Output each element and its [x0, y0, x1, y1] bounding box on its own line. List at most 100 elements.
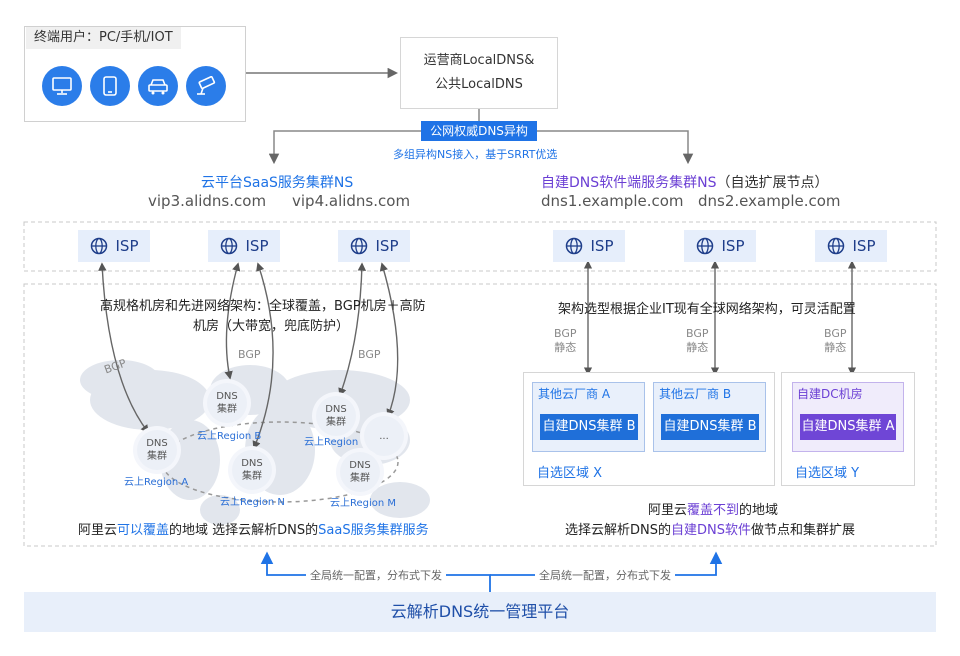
- deploy-label-left: 全局统一配置，分布式下发: [306, 567, 446, 583]
- bgp-static-l2: 静态: [554, 341, 577, 354]
- rb1-p2: 覆盖不到: [687, 503, 740, 518]
- management-platform[interactable]: 云解析DNS统一管理平台: [24, 592, 936, 632]
- bgp-arc-1: [98, 262, 150, 434]
- rb1-p3: 的地域: [739, 503, 779, 518]
- lb-p4: SaaS服务集群服务: [318, 523, 429, 538]
- deploy-label-right: 全局统一配置，分布式下发: [535, 567, 675, 583]
- rb2-p2: 自建DNS软件: [671, 523, 751, 538]
- region-orbit: [161, 421, 399, 503]
- left-bottom-caption: 阿里云可以覆盖的地域 选择云解析DNS的SaaS服务集群服务: [78, 519, 429, 538]
- self-ns-title-colored: 自建DNS软件端服务集群NS: [541, 175, 717, 191]
- bgp-static-l2: 静态: [686, 341, 709, 354]
- bgp-label: BGP: [238, 348, 261, 361]
- cloud-b-label: 其他云厂商 B: [659, 387, 732, 401]
- isp-label: ISP: [590, 237, 614, 255]
- isp-row-dashed: [23, 221, 937, 272]
- right-bottom-caption-2: 选择云解析DNS的自建DNS软件做节点和集群扩展: [565, 519, 855, 538]
- bgp-arc-5: [379, 262, 399, 418]
- lb-p1: 阿里云: [78, 523, 118, 538]
- saas-ns-2: vip4.alidns.com: [292, 192, 411, 210]
- isp-box: ISP: [684, 230, 756, 262]
- dns-node-l2: 集群: [217, 404, 237, 415]
- dns-node-l2: 集群: [326, 417, 346, 428]
- split-right-arrow: [537, 130, 694, 165]
- rb2-p1: 选择云解析DNS的: [565, 523, 671, 538]
- authoritative-dns-subtitle: 多组异构NS接入，基于SRRT优选: [393, 148, 558, 161]
- bgp-arc-2: [224, 262, 241, 380]
- dns-cluster-ellipsis: ...: [364, 416, 404, 456]
- globe-icon: [696, 237, 713, 255]
- terminal-title: 终端用户：PC/手机/IOT: [26, 27, 181, 49]
- localdns-line1: 运营商LocalDNS&: [423, 53, 535, 68]
- bgp-static-l2: 静态: [824, 341, 847, 354]
- right-desc: 架构选型根据企业IT现有全球网络架构，可灵活配置: [558, 302, 856, 317]
- lb-p2: 可以覆盖: [117, 523, 170, 538]
- rb2-p3: 做节点和集群扩展: [751, 523, 856, 538]
- dns-node-l2: 集群: [147, 451, 167, 462]
- region-n-label: 云上Region N: [220, 497, 285, 508]
- self-ns-2: dns2.example.com: [698, 192, 841, 210]
- localdns-line2: 公共LocalDNS: [435, 77, 523, 92]
- dns-node-l2: 集群: [242, 471, 262, 482]
- dns-node-l1: DNS: [349, 460, 371, 471]
- self-ns-title-plain: （自选扩展节点）: [716, 175, 829, 191]
- isp-label: ISP: [375, 237, 399, 255]
- dc-label: 自建DC机房: [797, 387, 863, 401]
- region-c-label: 云上Region C: [304, 437, 369, 448]
- globe-icon: [350, 237, 367, 255]
- camera-icon: [186, 66, 226, 106]
- isp-box: ISP: [338, 230, 410, 262]
- desktop-icon: [42, 66, 82, 106]
- dns-node-l1: DNS: [146, 438, 168, 449]
- isp-box: ISP: [208, 230, 280, 262]
- main-area-dashed: [23, 283, 937, 547]
- dns-cluster-node: DNS 集群: [316, 396, 356, 436]
- bgp-static-l1: BGP: [686, 327, 709, 340]
- dns-node-l2: 集群: [350, 473, 370, 484]
- zone-y-label: 自选区域 Y: [795, 466, 860, 481]
- cloud-a-label: 其他云厂商 A: [538, 387, 611, 401]
- localdns-box: 运营商LocalDNS& 公共LocalDNS: [400, 37, 558, 109]
- cluster-b-tag: 自建DNS集群 B: [661, 414, 759, 440]
- region-b-label: 云上Region B: [197, 431, 262, 442]
- isp-label: ISP: [115, 237, 139, 255]
- bgp-arc-4: [338, 262, 367, 397]
- bgp-static-l1: BGP: [824, 327, 847, 340]
- lb-p3: 的地域 选择云解析DNS的: [169, 523, 319, 538]
- rb1-p1: 阿里云: [648, 503, 688, 518]
- globe-icon: [220, 237, 237, 255]
- authoritative-dns-tag: 公网权威DNS异构: [421, 121, 537, 141]
- globe-icon: [565, 237, 582, 255]
- isp-box: ISP: [553, 230, 625, 262]
- saas-ns-title: 云平台SaaS服务集群NS: [201, 175, 354, 191]
- isp-label: ISP: [852, 237, 876, 255]
- dns-cluster-node: DNS 集群: [232, 450, 272, 490]
- left-desc-line1: 高规格机房和先进网络架构：全球覆盖，BGP机房＋高防: [100, 299, 426, 314]
- bgp-static-l1: BGP: [554, 327, 577, 340]
- dns-node-l1: DNS: [216, 391, 238, 402]
- mobile-icon: [90, 66, 130, 106]
- isp-box: ISP: [815, 230, 887, 262]
- isp-label: ISP: [721, 237, 745, 255]
- dns-cluster-node: DNS 集群: [137, 430, 177, 470]
- cluster-b-tag: 自建DNS集群 B: [540, 414, 638, 440]
- ellipsis-text: ...: [379, 430, 389, 442]
- bgp-label: BGP: [358, 348, 381, 361]
- isp-box: ISP: [78, 230, 150, 262]
- dns-cluster-node: DNS 集群: [340, 452, 380, 492]
- self-ns-title: 自建DNS软件端服务集群NS（自选扩展节点）: [541, 172, 829, 192]
- dns-node-l1: DNS: [325, 404, 347, 415]
- left-desc-line2: 机房（大带宽，兜底防护）: [193, 319, 350, 334]
- dns-cluster-node: DNS 集群: [207, 383, 247, 423]
- car-icon: [138, 66, 178, 106]
- dns-node-l1: DNS: [241, 458, 263, 469]
- split-left-arrow: [268, 130, 421, 165]
- self-ns-1: dns1.example.com: [541, 192, 684, 210]
- zone-x-label: 自选区域 X: [537, 466, 603, 481]
- saas-ns-1: vip3.alidns.com: [148, 192, 267, 210]
- right-bottom-caption-1: 阿里云覆盖不到的地域: [648, 499, 778, 518]
- isp-label: ISP: [245, 237, 269, 255]
